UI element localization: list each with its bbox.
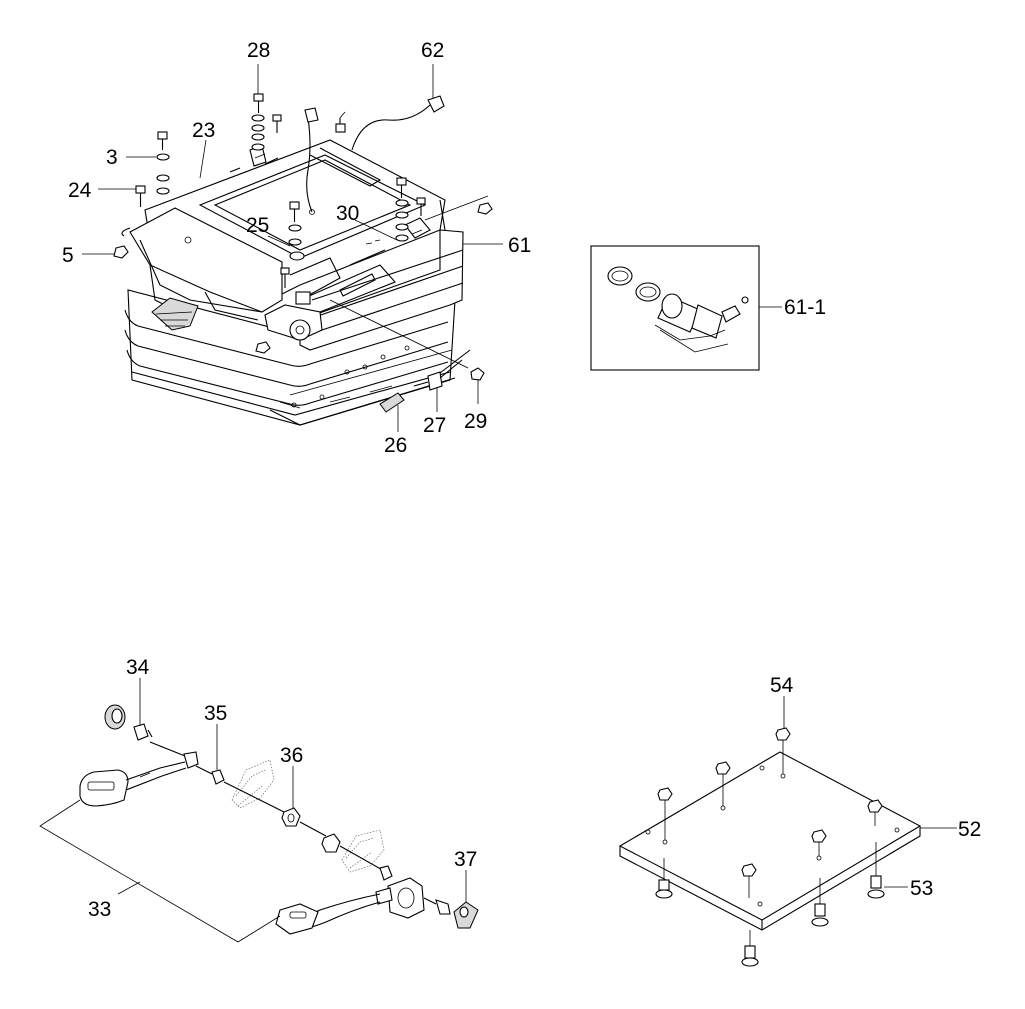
callout-54: 54 [770, 674, 794, 697]
callout-36: 36 [280, 744, 303, 767]
callout-3: 3 [106, 146, 118, 169]
callout-labels: 28 62 23 3 24 25 30 61 5 29 27 26 61-1 3… [62, 39, 981, 921]
callout-37: 37 [454, 848, 477, 871]
cable-62 [351, 104, 431, 151]
callout-24: 24 [68, 179, 92, 202]
bolt-upper-right [272, 114, 282, 133]
bolt-54 [775, 727, 791, 779]
callout-53: 53 [910, 877, 933, 900]
bolt-3 [156, 131, 170, 195]
callout-26: 26 [384, 434, 407, 457]
bolt-24 [135, 185, 146, 207]
knob-26 [379, 392, 405, 413]
callout-62: 62 [421, 39, 444, 62]
detail-61-1 [590, 245, 782, 371]
callout-34: 34 [126, 656, 150, 679]
bolt-30 [395, 177, 409, 242]
seat-cover-plate [129, 207, 283, 313]
seat-assembly [113, 93, 493, 426]
belt-retractor [387, 877, 425, 919]
callout-29: 29 [464, 410, 487, 433]
bolt-28 [251, 93, 265, 151]
plate-leader-lines [783, 696, 957, 888]
seat-belt-leader-lines [39, 678, 467, 943]
callout-30: 30 [336, 202, 359, 225]
bolt-53 [867, 842, 885, 899]
callout-5: 5 [62, 244, 74, 267]
callout-52: 52 [958, 818, 981, 841]
callout-61: 61 [508, 234, 531, 257]
bolt-25 [288, 201, 305, 261]
nut-5 [113, 227, 131, 259]
seat-leader-lines [82, 64, 503, 432]
seat-belt-assembly [79, 704, 479, 935]
seat-lever-handle [151, 297, 199, 331]
mounting-plate-assembly [618, 727, 922, 967]
nut-29 [470, 367, 485, 381]
callout-27: 27 [423, 414, 446, 437]
callout-25: 25 [246, 214, 269, 237]
callout-23: 23 [192, 119, 215, 142]
belt-buckle [79, 769, 129, 807]
callout-33: 33 [88, 898, 111, 921]
callout-28: 28 [247, 39, 270, 62]
callout-61-1: 61-1 [784, 296, 826, 319]
callout-35: 35 [204, 702, 227, 725]
cap-34 [104, 704, 153, 741]
